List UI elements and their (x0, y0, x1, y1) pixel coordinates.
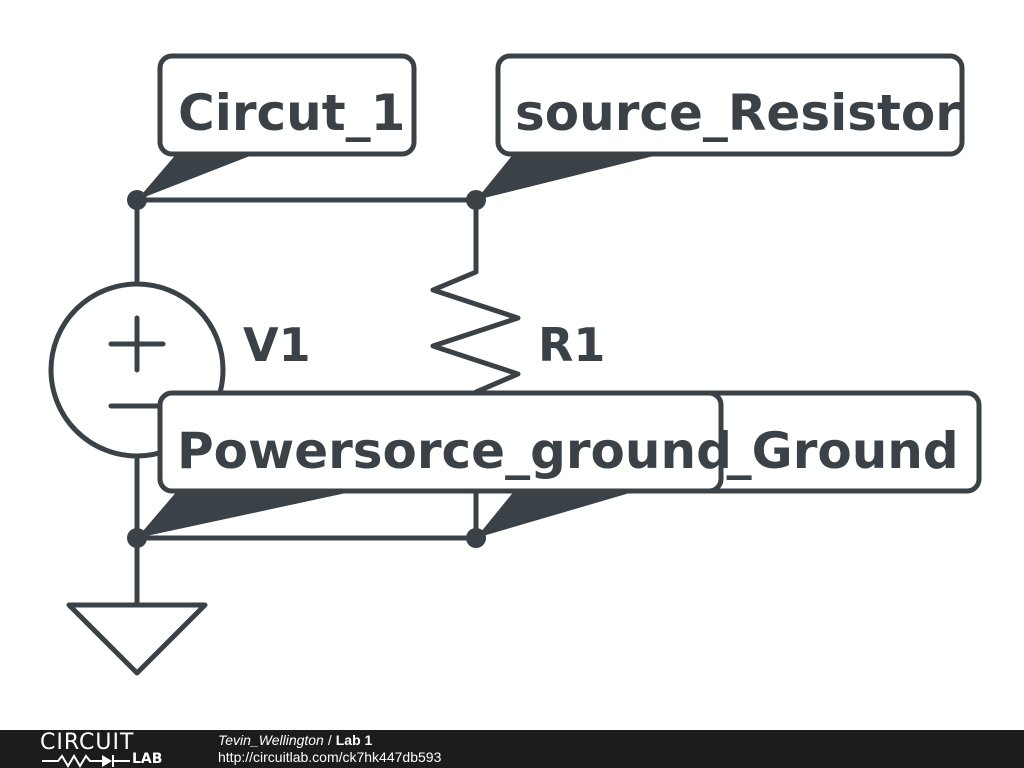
net-label-powersorce-ground[interactable]: Powersorce_ground (137, 390, 732, 538)
net-label-powersorce-ground-text: Powersorce_ground (177, 422, 732, 480)
r1-label: R1 (538, 318, 605, 372)
footer-meta: Tevin_Wellington/Lab 1 http://circuitlab… (218, 732, 441, 766)
circuit-url-link[interactable]: http://circuitlab.com/ck7hk447db593 (218, 749, 442, 765)
net-label-source-resistor-text: source_Resistor (515, 84, 960, 142)
net-label-resistor-ground-text: r_Ground (702, 422, 959, 480)
breadcrumb-separator: / (327, 732, 332, 748)
net-label-circut-1[interactable]: Circut_1 (137, 53, 417, 200)
circuitlab-logo[interactable]: CIRCUIT LAB (40, 732, 180, 768)
footer-bar: CIRCUIT LAB Tevin_Wellington/Lab 1 http:… (0, 730, 1024, 768)
author-link[interactable]: Tevin_Wellington (218, 732, 324, 748)
circuit-schematic: V1 R1 Circut_1 source_Resistor r_Ground … (48, 53, 982, 676)
circuit-title: Lab 1 (335, 732, 373, 748)
ground-icon (66, 602, 208, 676)
resistor-r1[interactable] (430, 265, 521, 403)
resistor-diode-icon (42, 754, 130, 768)
net-label-circut-1-text: Circut_1 (178, 84, 405, 142)
logo-wordmark-top: CIRCUIT (40, 730, 135, 755)
net-label-source-resistor[interactable]: source_Resistor (476, 53, 965, 200)
logo-wordmark-bottom: LAB (132, 751, 163, 767)
v1-label: V1 (243, 318, 311, 372)
voltage-source-v1[interactable] (48, 281, 226, 459)
